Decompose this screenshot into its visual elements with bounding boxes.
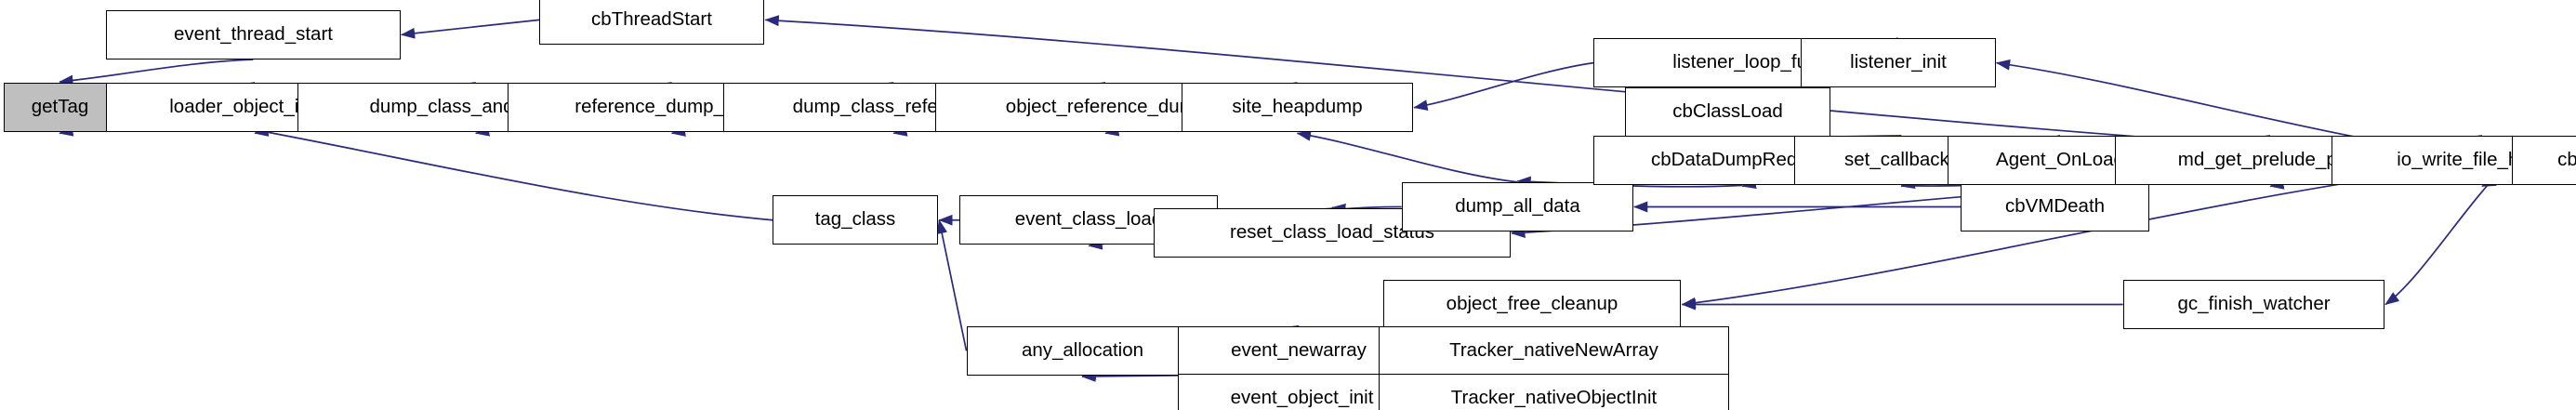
graph-edge-cbThreadStart--to--event_thread_start [400,19,540,39]
graph-node-object_free_cleanup[interactable]: object_free_cleanup [1383,280,1681,329]
graph-node-cbVMDeath[interactable]: cbVMDeath [1961,182,2149,231]
graph-node-Tracker_nativeObjectInit[interactable]: Tracker_nativeObjectInit [1379,374,1729,410]
graph-node-event_thread_start[interactable]: event_thread_start [106,10,401,60]
graph-node-any_allocation[interactable]: any_allocation [967,326,1198,376]
graph-node-tag_class[interactable]: tag_class [773,195,938,245]
graph-node-getTag[interactable]: getTag [4,83,116,132]
graph-node-dump_all_data[interactable]: dump_all_data [1402,182,1633,231]
graph-node-Tracker_nativeNewArray[interactable]: Tracker_nativeNewArray [1379,326,1729,376]
graph-node-gc_finish_watcher[interactable]: gc_finish_watcher [2123,280,2384,329]
graph-node-cbClassLoad[interactable]: cbClassLoad [1625,87,1830,137]
graph-node-cbVMInit[interactable]: cbVMInit [2512,136,2576,185]
graph-node-site_heapdump[interactable]: site_heapdump [1182,83,1413,132]
graph-edge-listener_loop_function--to--site_heapdump [1413,61,1594,111]
graph-edge-dump_all_data--to--site_heapdump [1296,129,1518,183]
graph-node-cbThreadStart[interactable]: cbThreadStart [539,0,764,45]
graph-edge-event_thread_start--to--getTag [59,59,254,86]
graph-node-listener_init[interactable]: listener_init [1801,38,1996,87]
